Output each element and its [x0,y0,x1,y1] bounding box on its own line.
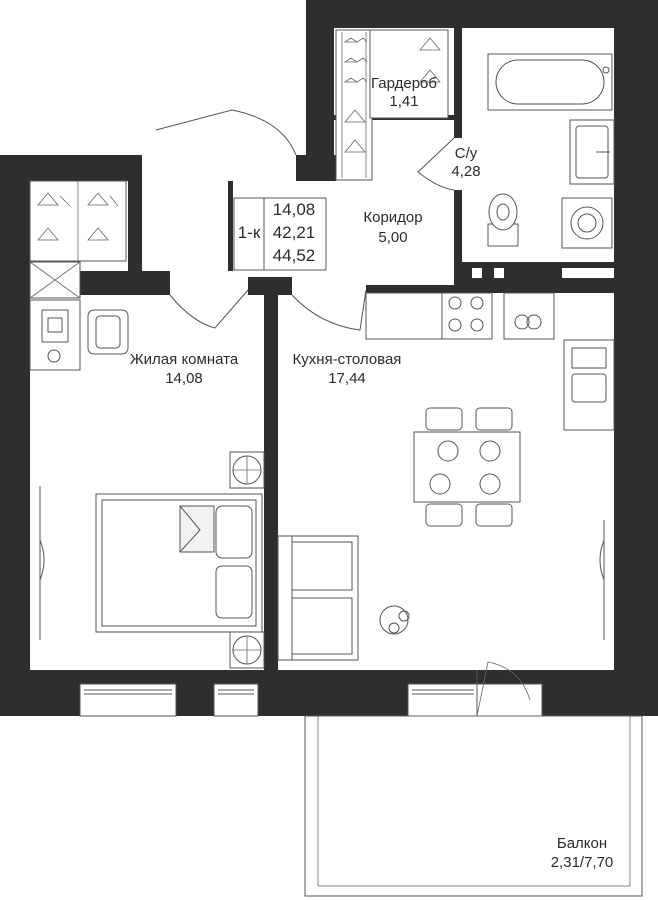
summary-living-area: 14,08 [273,200,316,219]
room-name-wardrobe: Гардероб [371,75,437,92]
room-area-kitchen: 17,44 [328,370,366,387]
room-area-balcony: 2,31/7,70 [551,854,614,871]
bed [95,493,263,633]
walls [0,0,658,716]
radiator-bottom [229,631,265,669]
room-area-bathroom: 4,28 [451,163,480,180]
washing-machine [561,197,613,249]
radiator-top [229,451,265,489]
toilet [487,193,519,247]
wall-corridor-top-a [128,155,142,275]
room-name-living: Жилая комната [130,351,239,368]
wall-right-upper [614,0,658,716]
room-name-bathroom: С/у [455,145,478,162]
summary-type: 1-к [238,223,261,242]
windows [79,683,543,717]
summary-total-area: 42,21 [273,223,316,242]
wall-living-kitchen [264,295,278,670]
wardrobe-furniture [335,29,449,181]
room-labels: Гардероб 1,41 С/у 4,28 Коридор 5,00 Жила… [130,75,613,871]
wall-top-right [306,0,658,28]
room-name-kitchen: Кухня-столовая [293,351,402,368]
room-name-corridor: Коридор [363,209,422,226]
wall-bath-left-lower [454,190,462,270]
kitchen-furniture [277,292,615,661]
room-area-corridor: 5,00 [378,229,407,246]
summary-box: 1-к 14,08 42,21 44,52 [233,197,327,271]
summary-total-with-balcony: 44,52 [273,246,316,265]
room-area-wardrobe: 1,41 [389,93,418,110]
wall-bath-left [454,28,462,138]
room-area-living: 14,08 [165,370,203,387]
wall-left [0,155,30,716]
balcony-outline [304,661,643,897]
living-furniture [29,180,265,669]
wall-corridor-top-c [228,181,233,271]
wall-wardrobe-left [306,0,334,160]
wall-kitchen-top [366,285,614,293]
bathtub [487,53,613,111]
bathroom-fixtures [487,53,615,249]
room-name-balcony: Балкон [557,835,607,852]
wall-corridor-top-b [296,155,336,181]
wall-mid-top [248,277,292,295]
